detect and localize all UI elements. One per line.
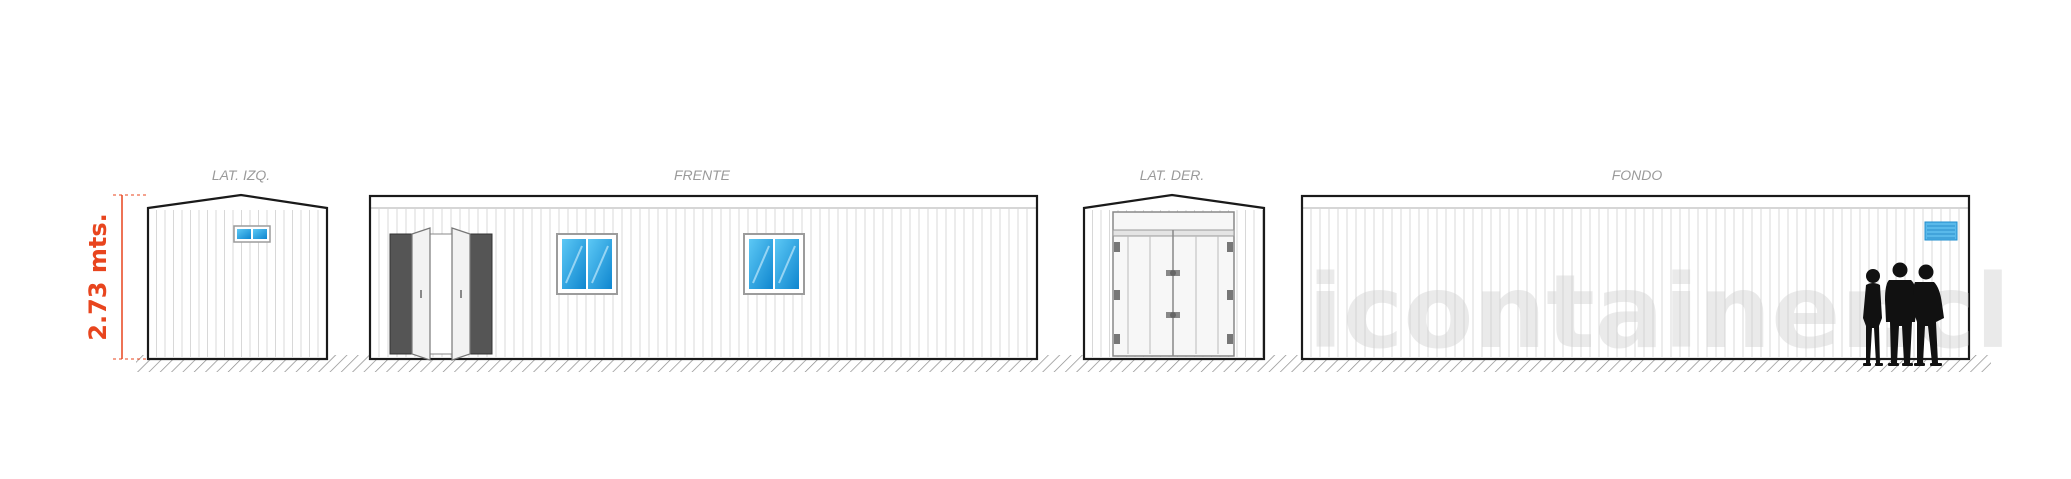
- height-label: 2.73 mts.: [84, 213, 112, 340]
- window-icon: [556, 233, 618, 295]
- left-side-view: [146, 193, 329, 361]
- label-lat-der: LAT. DER.: [1140, 167, 1205, 183]
- right-side-view: [1082, 193, 1266, 361]
- label-frente: FRENTE: [674, 167, 731, 183]
- cargo-door-icon: [1112, 211, 1235, 357]
- window-icon: [743, 233, 805, 295]
- label-fondo: FONDO: [1612, 167, 1663, 183]
- label-lat-izq: LAT. IZQ.: [212, 167, 270, 183]
- people-silhouette-icon: [1863, 262, 1944, 366]
- front-view: [368, 194, 1039, 361]
- vent-grille-icon: [1924, 221, 1958, 241]
- door-icon: [389, 227, 493, 361]
- window-icon: [233, 225, 271, 243]
- height-dimension: 2.73 mts.: [84, 194, 148, 360]
